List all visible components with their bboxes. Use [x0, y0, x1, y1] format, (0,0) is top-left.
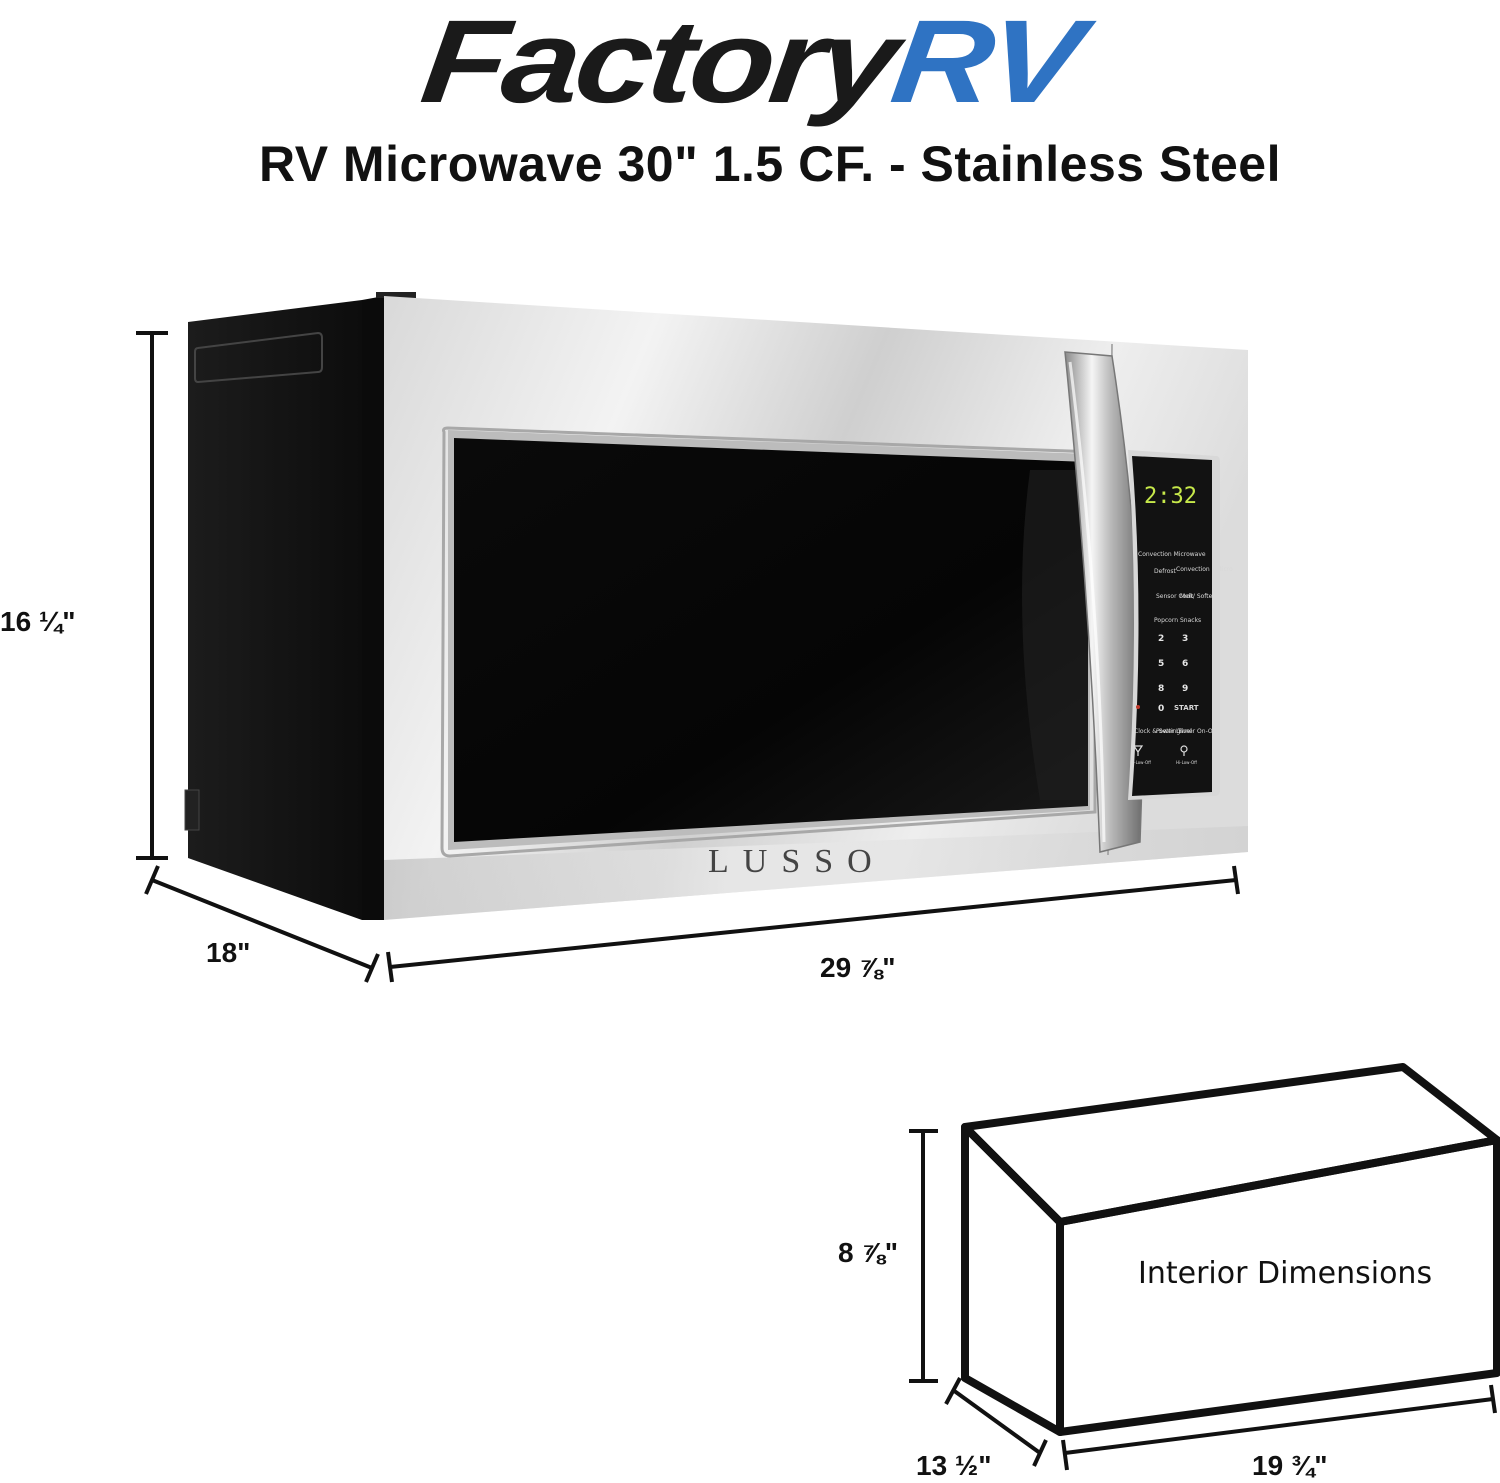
panel-header: Convection Microwave: [1138, 551, 1206, 558]
interior-height-dimension-line: [909, 1129, 938, 1383]
keypad-5[interactable]: 5: [1158, 659, 1164, 669]
keypad-6[interactable]: 6: [1182, 659, 1188, 669]
width-dimension-line: [386, 865, 1240, 983]
interior-width-label: 19 ¾": [1252, 1450, 1328, 1481]
interior-depth-label: 13 ½": [916, 1450, 992, 1481]
height-dimension-line: [136, 331, 168, 860]
door-handle[interactable]: [1064, 351, 1143, 853]
interior-width-dimension-line: [1061, 1384, 1497, 1471]
exterior-height-label: 16 ¼": [0, 606, 76, 637]
interior-box-diagram: [961, 1063, 1500, 1436]
light-bulb-icon[interactable]: [1180, 745, 1188, 756]
power-level-button[interactable]: Power Level: [1156, 728, 1192, 735]
keypad-0[interactable]: 0: [1158, 704, 1164, 714]
timer-button[interactable]: Timer On-Off: [1177, 728, 1218, 735]
clock-settings-button[interactable]: Clock & Settings: [1134, 728, 1183, 735]
depth-dimension-line: [144, 865, 380, 983]
keypad-3[interactable]: 3: [1182, 634, 1188, 644]
control-panel: 2:32 Convection Microwave Defrost Convec…: [1128, 450, 1233, 800]
product-title: RV Microwave 30" 1.5 CF. - Stainless Ste…: [258, 136, 1281, 192]
clock-display: 2:32: [1144, 484, 1197, 509]
interior-height-label: 8 ⅞": [838, 1237, 898, 1268]
melt-soften-button[interactable]: Melt/ Soften: [1180, 593, 1216, 600]
microwave-side-panel: [184, 300, 362, 920]
sensor-cook-button[interactable]: Sensor Cook: [1156, 593, 1194, 600]
keypad-9[interactable]: 9: [1182, 684, 1188, 694]
start-button[interactable]: START: [1174, 704, 1199, 712]
interior-depth-dimension-line: [944, 1377, 1048, 1467]
exterior-width-label: 29 ⅞": [820, 952, 896, 983]
fan-button-label: Hi-Low-Off: [1130, 760, 1151, 765]
convection-micro-button[interactable]: Convection +Micro: [1176, 566, 1233, 573]
defrost-button[interactable]: Defrost: [1154, 568, 1177, 575]
interior-dimensions-label: Interior Dimensions: [1138, 1256, 1433, 1291]
keypad-2[interactable]: 2: [1158, 634, 1164, 644]
exterior-depth-label: 18": [206, 937, 251, 968]
brand-badge: LUSSO: [708, 843, 886, 880]
keypad-8[interactable]: 8: [1158, 684, 1164, 694]
microwave-door-window: [440, 426, 1097, 858]
fan-icon[interactable]: [1132, 745, 1144, 756]
snacks-button[interactable]: Snacks: [1180, 617, 1201, 624]
light-button-label: Hi-Low-Off: [1176, 760, 1197, 765]
popcorn-button[interactable]: Popcorn: [1154, 617, 1178, 624]
